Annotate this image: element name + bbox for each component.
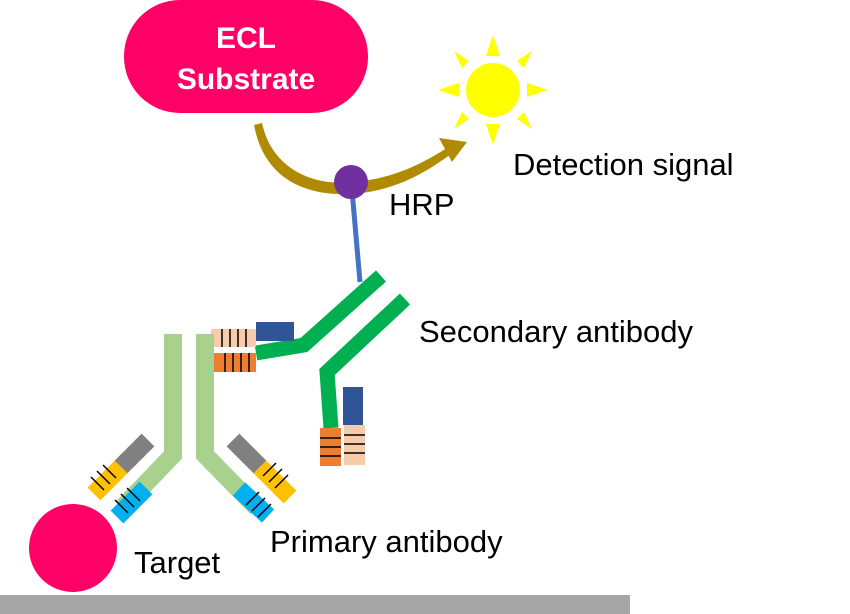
- hrp-label: HRP: [389, 187, 454, 222]
- sun-icon: [438, 35, 548, 145]
- ecl-substrate-line2: Substrate: [177, 63, 315, 96]
- ecl-substrate: ECL Substrate: [124, 0, 368, 113]
- ecl-substrate-line1: ECL: [216, 22, 276, 55]
- hrp-enzyme: [334, 165, 368, 199]
- hrp-linker: [349, 189, 363, 283]
- primary-antibody-label: Primary antibody: [270, 524, 503, 559]
- target-protein: [29, 504, 117, 592]
- target-label: Target: [134, 545, 221, 580]
- detection-signal-label: Detection signal: [513, 147, 734, 182]
- secondary-antibody: [211, 270, 411, 466]
- membrane-surface: [0, 595, 630, 614]
- primary-antibody: [87, 334, 297, 524]
- secondary-antibody-label: Secondary antibody: [419, 314, 694, 349]
- curved-arrow-icon: [254, 123, 467, 195]
